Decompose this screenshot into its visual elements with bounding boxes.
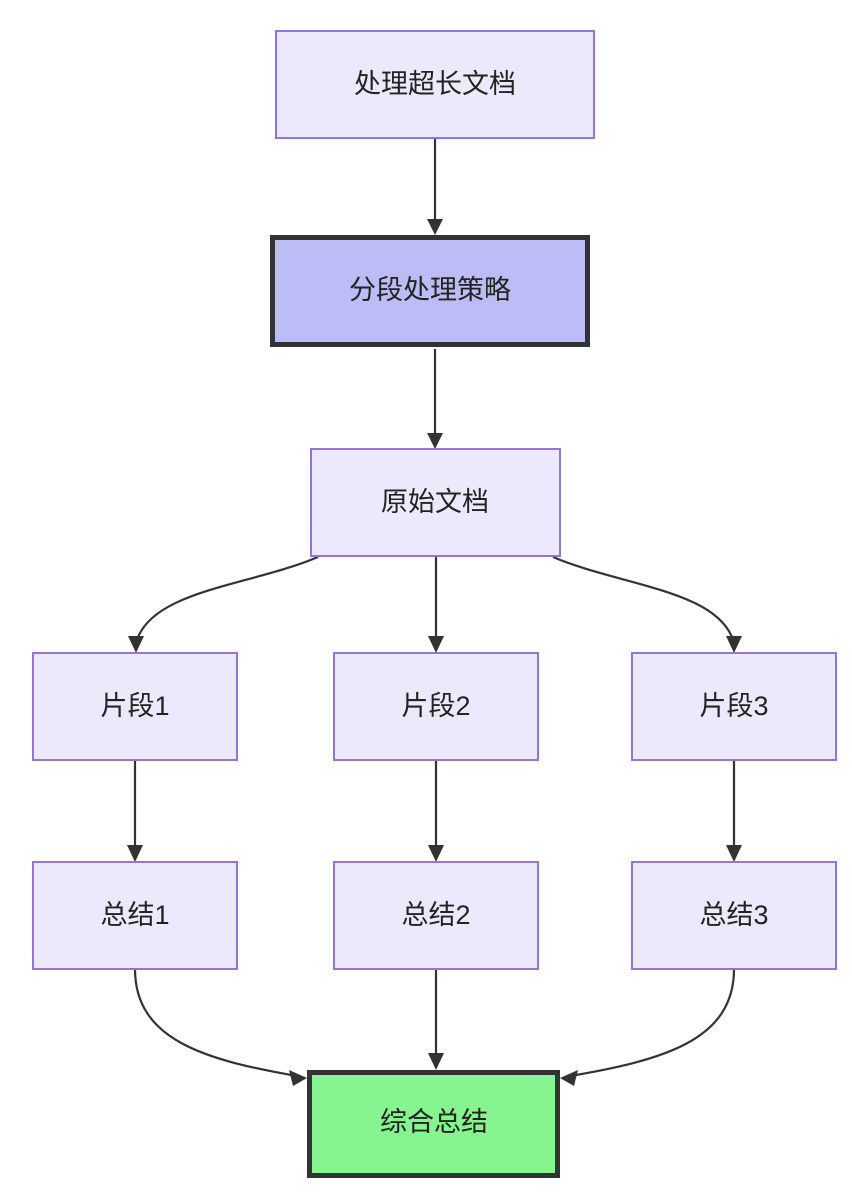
edge-doc-to-strategy <box>427 138 443 235</box>
node-frag3-label: 片段3 <box>699 691 768 721</box>
edge-source-to-frag2 <box>428 557 444 653</box>
node-frag1-label: 片段1 <box>100 691 169 721</box>
edge-layer <box>127 138 742 1086</box>
node-sum3[interactable]: 总结3 <box>631 861 837 970</box>
node-layer: 处理超长文档 分段处理策略 原始文档 片段1 片段2 片段3 总结1 <box>32 30 837 1178</box>
node-sum2-label: 总结2 <box>401 900 470 930</box>
arrow-head-icon <box>128 636 144 653</box>
node-sum2[interactable]: 总结2 <box>333 861 539 970</box>
node-doc[interactable]: 处理超长文档 <box>275 30 595 139</box>
node-source-box[interactable] <box>310 448 561 557</box>
edge-frag1-to-sum1 <box>127 760 143 862</box>
node-frag1[interactable]: 片段1 <box>32 652 238 761</box>
node-final-box[interactable] <box>307 1070 560 1178</box>
arrow-head-icon <box>127 845 143 862</box>
node-final[interactable]: 综合总结 <box>307 1070 560 1178</box>
arrow-head-icon <box>560 1070 578 1086</box>
node-frag2[interactable]: 片段2 <box>333 652 539 761</box>
node-frag3[interactable]: 片段3 <box>631 652 837 761</box>
edge-sum1-to-final <box>133 968 307 1086</box>
node-sum1-box[interactable] <box>32 861 238 970</box>
node-frag3-box[interactable] <box>631 652 837 761</box>
edge-frag2-to-sum2 <box>428 760 444 862</box>
arrow-head-icon <box>726 636 742 653</box>
edge-source-to-frag1 <box>128 555 319 653</box>
node-doc-label: 处理超长文档 <box>354 69 516 99</box>
edge-strategy-to-source <box>427 349 443 449</box>
edge-frag3-to-sum3 <box>726 760 742 862</box>
node-strategy-box[interactable] <box>270 235 590 347</box>
node-sum1-label: 总结1 <box>100 900 169 930</box>
node-frag2-label: 片段2 <box>401 691 470 721</box>
node-sum2-box[interactable] <box>333 861 539 970</box>
arrow-head-icon <box>428 1053 444 1070</box>
edge-source-to-frag3 <box>552 555 742 653</box>
node-doc-box[interactable] <box>275 30 595 139</box>
arrow-head-icon <box>427 219 443 235</box>
node-frag2-box[interactable] <box>333 652 539 761</box>
node-sum3-label: 总结3 <box>699 900 768 930</box>
arrow-head-icon <box>427 433 443 449</box>
arrow-head-icon <box>726 845 742 862</box>
arrow-head-icon <box>428 845 444 862</box>
arrow-head-icon <box>428 636 444 653</box>
edge-sum2-to-final <box>428 969 444 1070</box>
node-strategy[interactable]: 分段处理策略 <box>270 235 590 347</box>
node-source[interactable]: 原始文档 <box>310 448 561 557</box>
node-source-label: 原始文档 <box>381 487 489 517</box>
edge-sum3-to-final <box>560 968 736 1086</box>
node-strategy-label: 分段处理策略 <box>349 275 511 305</box>
node-sum1[interactable]: 总结1 <box>32 861 238 970</box>
node-frag1-box[interactable] <box>32 652 238 761</box>
arrow-head-icon <box>289 1070 307 1086</box>
node-final-label: 综合总结 <box>380 1107 488 1137</box>
node-sum3-box[interactable] <box>631 861 837 970</box>
